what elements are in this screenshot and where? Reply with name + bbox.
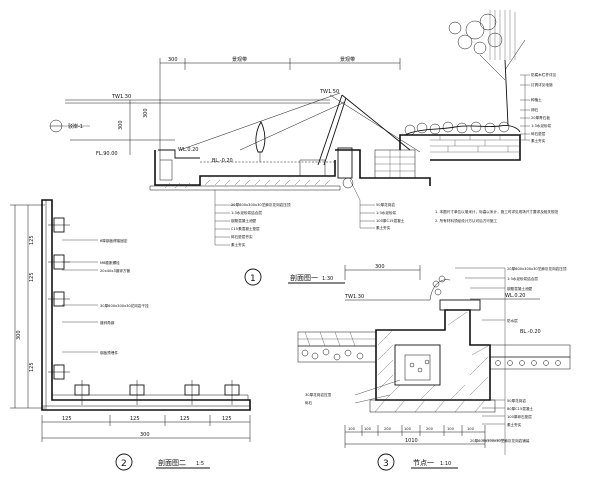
s2-dim-bottom-1: 125	[62, 416, 72, 422]
section-2-number: 2	[121, 459, 127, 469]
s3-dim-top: 300	[375, 264, 385, 270]
section-1-number: 1	[250, 274, 256, 284]
level-tw150: TW1.50	[319, 89, 339, 95]
s1-label-right-2: 灯具详见电施	[531, 82, 553, 87]
section-1-number-circle	[244, 268, 262, 286]
level-wl: WL.0.20	[178, 147, 198, 153]
section-3-number-circle	[377, 453, 395, 471]
s1-label-mid-4: 素土夯实	[376, 225, 391, 230]
section-3-scale: 1:10	[440, 461, 451, 467]
s2-dim-left-4: 125	[29, 362, 35, 372]
s1-label-right-1: 防腐木栏杆详见	[531, 72, 557, 77]
s1-note-2: 2. 所有材料须经设计方认可后方可施工	[435, 218, 497, 223]
section-3-title: 节点一	[413, 459, 434, 467]
s2-label-4: 30厚600x300x30花岗岩干挂	[100, 303, 149, 308]
s1-label-right-6: 1:3水泥砂浆	[531, 123, 552, 128]
section-2-drawing: 125 125 300 125	[10, 199, 251, 471]
s1-label-right-8: 素土夯实	[531, 138, 546, 143]
s1-label-right-7: 碎石垫层	[531, 131, 546, 136]
s2-label-5: 镀锌角钢	[100, 320, 115, 325]
s3-label-right-5: 50厚花岗岩	[507, 398, 526, 403]
s3-dim-total: 1010	[405, 438, 418, 444]
s3-label-left-2: 砾石	[305, 400, 313, 405]
s3-label-right-1: 20厚600x300x30芝麻灰花岗岩压顶	[507, 266, 567, 271]
section-1-title: 剖面图一	[290, 273, 318, 282]
s2-label-1: 6厚钢板焊接固定	[100, 238, 128, 243]
s1-label-bottom-6: 素土夯实	[231, 242, 246, 247]
s3-dim-bottom-6: 100	[447, 427, 455, 431]
s1-label-bottom-3: 钢筋混凝土池壁	[231, 218, 257, 223]
level-bl: BL.-0.20	[212, 158, 233, 164]
s1-label-mid-2: 1:3水泥砂浆	[376, 210, 397, 215]
s2-dim-bottom-4: 125	[222, 416, 232, 422]
s1-note-1: 1. 本图尺寸单位以毫米计，标高以米计，施工时详见现场尺寸要求及相关规范	[435, 209, 559, 214]
level-tw130: TW1.30	[111, 94, 131, 100]
s1-label-mid-1: 50厚花岗岩	[376, 202, 395, 207]
s3-level-tw: TW1.30	[344, 294, 364, 300]
section-3-number: 3	[383, 459, 389, 469]
section-3-drawing: 300 TW1.30 WL.0.20 BL.-0.20	[297, 264, 571, 471]
s3-label-left-1: 30厚花岗岩压顶	[305, 392, 332, 397]
s1-label-bottom-4: C15素混凝土垫层	[231, 226, 260, 231]
s3-label-right-8: 素土夯实	[507, 422, 522, 427]
s1-label-bottom-1: 20厚600x300x30芝麻灰花岗岩压顶	[231, 202, 291, 207]
section-1-scale: 1:30	[322, 276, 333, 282]
s2-dim-left-1: 125	[29, 235, 35, 245]
s1-label-bottom-2: 1:3水泥砂浆结合层	[231, 210, 262, 215]
s2-label-6: 钢板预埋件	[100, 350, 118, 355]
s1-label-right-5: 20厚青石板	[531, 115, 550, 120]
s3-dim-bottom-3: 200	[384, 427, 392, 431]
s2-label-2: M8膨胀螺栓	[100, 260, 120, 265]
s2-dim-total: 300	[140, 432, 150, 438]
section-1-tag: 驳岸-1	[68, 123, 83, 130]
dim-top-2: 景观带	[232, 56, 247, 63]
s2-label-3: 20x40x3镀锌方管	[100, 268, 130, 273]
s3-dim-bottom-5: 200	[426, 427, 434, 431]
s3-level-bl: BL.-0.20	[520, 329, 541, 335]
s1-label-right-3: 种植土	[531, 97, 542, 102]
s3-dim-bottom-4: 100	[404, 427, 412, 431]
s1-label-right-4: 卵石	[531, 107, 539, 112]
s1-label-mid-3: 100厚C15混凝土	[376, 218, 405, 223]
s2-dim-bottom-3: 125	[180, 416, 190, 422]
s3-level-wl: WL.0.20	[505, 293, 525, 299]
s3-label-right-3: 钢筋混凝土池壁	[507, 286, 533, 291]
section-2-title: 剖面图二	[158, 458, 186, 467]
s3-dim-bottom-7: 100	[467, 427, 475, 431]
level-fl: FL.90.00	[96, 151, 118, 157]
s3-label-right-9: 20厚600x300x30芝麻灰花岗岩铺装	[470, 438, 530, 443]
section-1-drawing: 300 景观带 景观带 300 300 驳岸-1 TW1.30 TW1.50 F…	[49, 10, 559, 286]
section-2-number-circle	[115, 453, 133, 471]
s3-label-right-6: 80厚C15混凝土	[507, 406, 533, 411]
dim-side-1: 300	[118, 120, 124, 130]
dim-side-2: 300	[143, 108, 149, 118]
dim-top-1: 300	[168, 57, 178, 63]
s3-label-right-2: 1:3水泥砂浆结合层	[507, 276, 538, 281]
dim-top-3: 景观带	[340, 56, 355, 63]
s3-label-right-7: 100厚碎石垫层	[507, 414, 532, 419]
s1-label-bottom-5: 碎石垫层夯实	[231, 234, 253, 239]
s3-dim-bottom-1: 100	[348, 427, 356, 431]
s3-dim-bottom-2: 100	[364, 427, 372, 431]
s2-dim-bottom-2: 125	[130, 416, 140, 422]
s2-dim-left-2: 125	[29, 272, 35, 282]
s2-dim-left-3: 300	[16, 330, 22, 340]
section-2-scale: 1:5	[196, 461, 204, 467]
s3-label-right-4: 防水层	[507, 318, 518, 323]
